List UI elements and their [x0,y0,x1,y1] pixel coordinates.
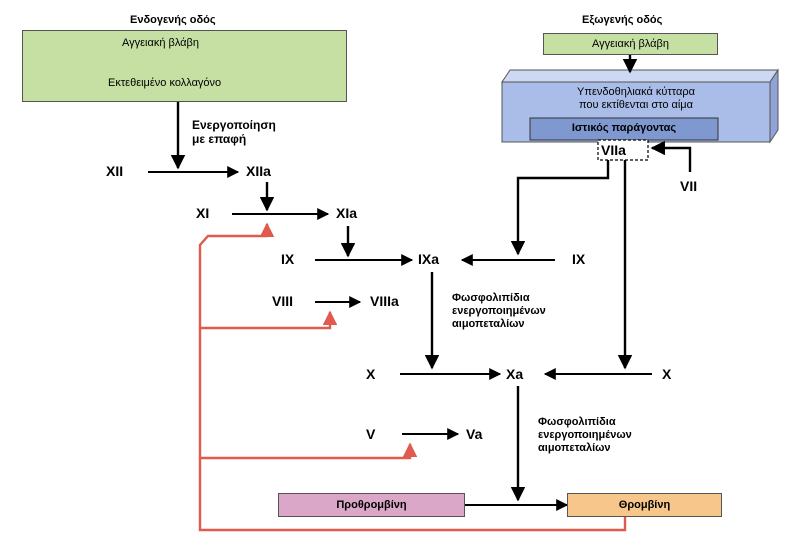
extrinsic-pathway-title: Εξωγενής οδός [582,14,663,26]
factor-xa: Xa [506,366,524,382]
prothrombin-box: Προθρομβίνη [278,493,465,517]
thrombin-box: Θρομβίνη [567,493,722,517]
factor-xii: XII [106,163,124,179]
arrow-viia-to-ixa [510,160,610,256]
arrow-vii-to-viia [650,140,692,172]
subendothelial-cells-label: Υπενδοθηλιακά κύτταρα που εκτίθενται στο… [577,86,695,111]
factor-ix-left: IX [281,251,295,267]
exposed-collagen-label: Εκτεθειμένο κολλαγόνο [108,77,222,89]
factor-va: Va [466,426,483,442]
factor-viii: VIII [272,293,294,309]
extrinsic-damage-box: Αγγειακή βλάβη [543,33,718,55]
phospholipids-note-1: Φωσφολιπίδια ενεργοποιημένων αιμοπεταλίω… [452,292,546,330]
phospholipids-note-2: Φωσφολιπίδια ενεργοποιημένων αιμοπεταλίω… [538,416,632,454]
factor-vii: VII [680,178,698,194]
factor-viia: VIIa [601,142,626,158]
viia-box [597,139,649,161]
factor-xi: XI [196,205,210,221]
factor-x-right: X [662,366,672,382]
intrinsic-damage-box [22,30,347,102]
tissue-factor-label: Ιστικός παράγοντας [571,122,677,134]
factor-ix-right: IX [572,251,586,267]
factor-v: V [366,426,376,442]
contact-activation-label: Ενεργοποίηση με επαφή [192,118,276,146]
factor-x-left: X [366,366,376,382]
intrinsic-damage-label: Αγγειακή βλάβη [122,37,199,49]
factor-xiia: XIIa [246,163,271,179]
factor-viiia: VIIIa [370,293,399,309]
factor-xia: XIa [336,205,358,221]
factor-ixa: IXa [418,251,440,267]
intrinsic-pathway-title: Ενδογενής οδός [130,14,216,26]
thrombin-feedback-path [198,222,627,532]
